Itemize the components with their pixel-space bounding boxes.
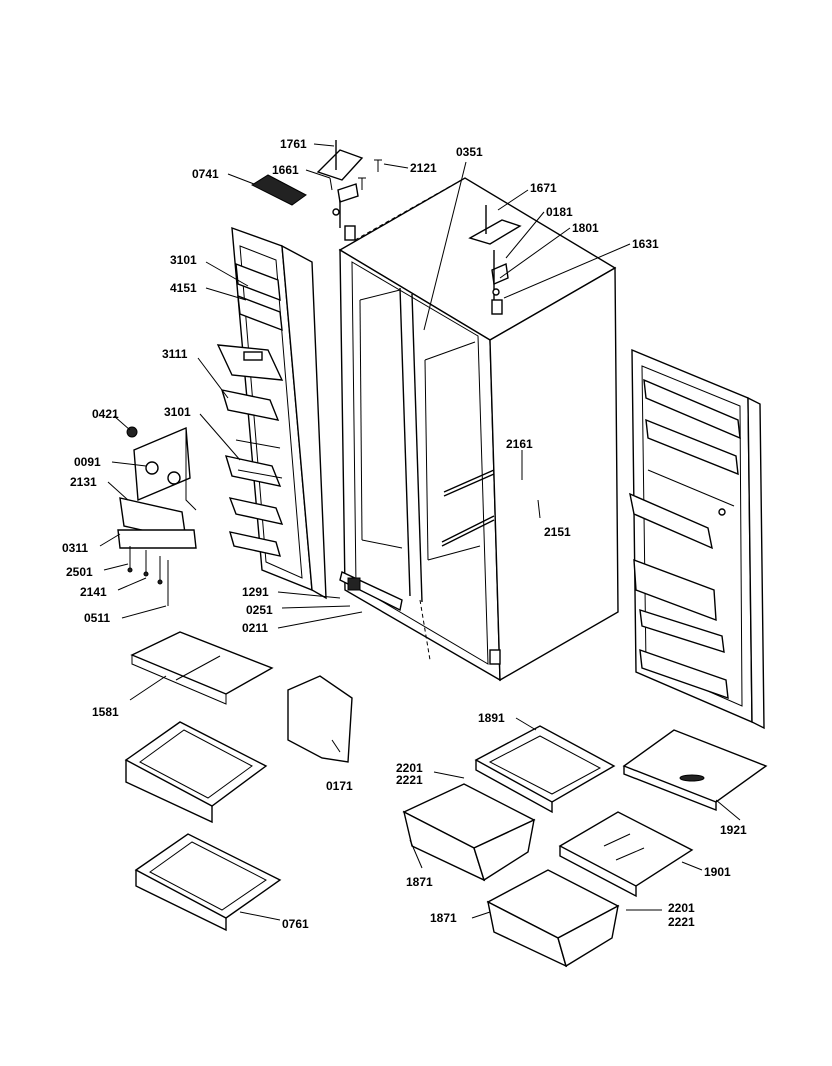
label-1871-lower: 1871 bbox=[430, 911, 457, 925]
label-3101-top: 3101 bbox=[170, 253, 197, 267]
label-0171: 0171 bbox=[326, 779, 353, 793]
fresh-food-door bbox=[629, 348, 765, 730]
callout-labels: 1761 2121 0741 1661 0351 1671 0181 1801 … bbox=[62, 137, 747, 931]
label-1761: 1761 bbox=[280, 137, 307, 151]
top-hinge-parts bbox=[250, 140, 522, 300]
label-1921: 1921 bbox=[720, 823, 747, 837]
label-0421: 0421 bbox=[92, 407, 119, 421]
cabinet bbox=[338, 177, 619, 682]
shelves-drawers bbox=[124, 631, 768, 968]
label-0091: 0091 bbox=[74, 455, 101, 469]
label-1631: 1631 bbox=[632, 237, 659, 251]
label-2121: 2121 bbox=[410, 161, 437, 175]
label-2141: 2141 bbox=[80, 585, 107, 599]
label-0181: 0181 bbox=[546, 205, 573, 219]
label-2201-lower: 2201 bbox=[668, 901, 695, 915]
label-1801: 1801 bbox=[572, 221, 599, 235]
freezer-door bbox=[216, 226, 327, 600]
label-0511: 0511 bbox=[84, 611, 110, 625]
label-2151: 2151 bbox=[544, 525, 571, 539]
label-1671: 1671 bbox=[530, 181, 557, 195]
label-2201-upper: 2201 bbox=[396, 761, 423, 775]
label-0351: 0351 bbox=[456, 145, 483, 159]
label-3101-mid: 3101 bbox=[164, 405, 191, 419]
label-2501: 2501 bbox=[66, 565, 93, 579]
label-1871-upper: 1871 bbox=[406, 875, 433, 889]
label-0741: 0741 bbox=[192, 167, 219, 181]
label-2221-upper: 2221 bbox=[396, 773, 423, 787]
label-0251: 0251 bbox=[246, 603, 273, 617]
label-2161: 2161 bbox=[506, 437, 533, 451]
label-2221-lower: 2221 bbox=[668, 915, 695, 929]
dispenser-parts bbox=[117, 426, 197, 606]
label-0211: 0211 bbox=[242, 621, 268, 635]
label-3111: 3111 bbox=[162, 347, 188, 361]
label-2131: 2131 bbox=[70, 475, 97, 489]
label-4151: 4151 bbox=[170, 281, 197, 295]
label-1661: 1661 bbox=[272, 163, 299, 177]
label-0311: 0311 bbox=[62, 541, 88, 555]
label-1901: 1901 bbox=[704, 865, 731, 879]
label-1891: 1891 bbox=[478, 711, 505, 725]
label-1581: 1581 bbox=[92, 705, 119, 719]
label-1291: 1291 bbox=[242, 585, 269, 599]
label-0761: 0761 bbox=[282, 917, 309, 931]
leader-lines bbox=[99, 143, 741, 921]
